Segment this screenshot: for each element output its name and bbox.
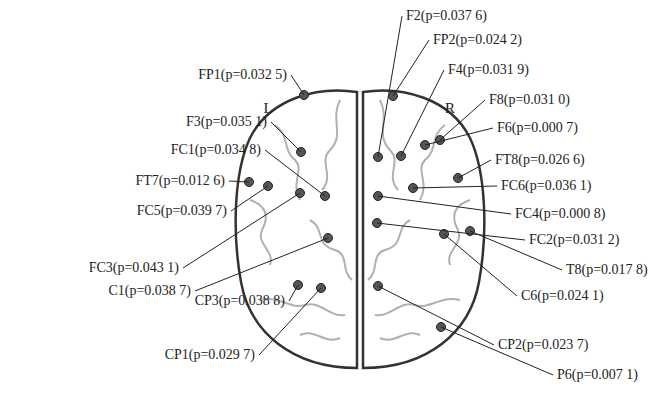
electrode-label: CP3(p=0.038 8) (194, 292, 286, 310)
leader-line (195, 238, 328, 291)
electrode-label: FC6(p=0.036 1) (500, 177, 592, 195)
leader-line (265, 150, 325, 196)
electrode-label: FT7(p=0.012 6) (134, 172, 226, 190)
leader-line (413, 186, 497, 188)
electrode-label: P6(p=0.007 1) (556, 366, 639, 384)
leader-line (291, 75, 304, 95)
electrode-label: FC3(p=0.043 1) (88, 259, 180, 277)
electrode-label: CP1(p=0.029 7) (164, 346, 256, 364)
leader-line (444, 234, 517, 296)
electrode-label: F6(p=0.000 7) (496, 119, 579, 137)
electrode-label: CP2(p=0.023 7) (497, 336, 589, 354)
electrode-label: F4(p=0.031 9) (447, 61, 530, 79)
leader-line (378, 286, 494, 345)
leader-line (271, 122, 301, 152)
electrode-label: C1(p=0.038 7) (107, 282, 192, 300)
electrode-label: FC4(p=0.000 8) (514, 205, 606, 223)
leader-line (231, 186, 268, 211)
electrode-label: FC5(p=0.039 7) (136, 202, 228, 220)
leader-line (458, 160, 491, 178)
leader-line (393, 40, 429, 96)
electrode-label: FC2(p=0.031 2) (528, 231, 620, 249)
electrode-label: FP2(p=0.024 2) (432, 31, 523, 49)
leader-line (289, 285, 298, 301)
leader-line (229, 181, 249, 182)
leader-line (377, 223, 525, 240)
electrode-label: FP1(p=0.032 5) (197, 66, 288, 84)
electrode-label: T8(p=0.017 8) (565, 261, 649, 279)
hemisphere-letter: R (444, 99, 456, 117)
electrode-label: FC1(p=0.034 8) (170, 141, 262, 159)
electrode-label: C6(p=0.024 1) (520, 287, 605, 305)
leader-line (425, 128, 493, 145)
leader-line (378, 196, 511, 214)
leader-line (401, 70, 444, 156)
leader-line (440, 100, 485, 140)
electrode-label: F2(p=0.037 6) (405, 7, 488, 25)
electrode-label: F8(p=0.031 0) (488, 91, 571, 109)
electrode-label: F3(p=0.035 1) (185, 113, 268, 131)
electrode-label: FT8(p=0.026 6) (494, 151, 586, 169)
leader-line (378, 16, 402, 157)
